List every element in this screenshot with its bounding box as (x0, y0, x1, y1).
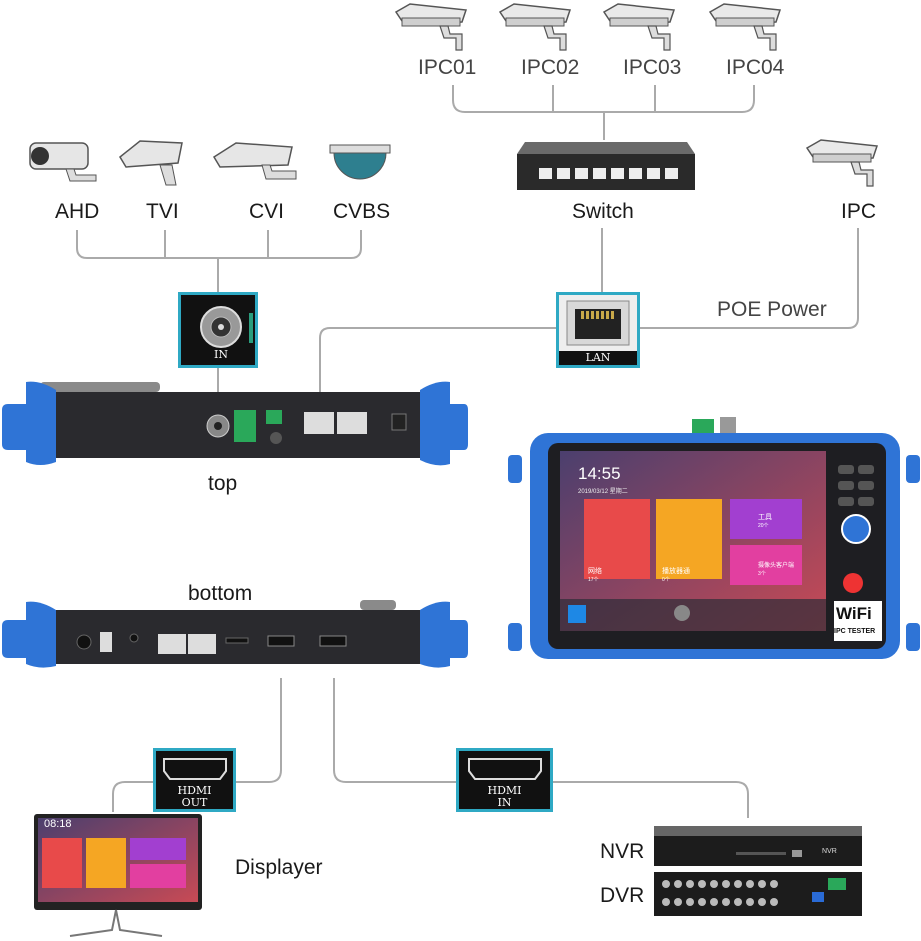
tile-tools-label: 工具 (758, 514, 772, 521)
tvi-label: TVI (146, 200, 179, 223)
tile-tools-sub: 20个 (758, 523, 769, 529)
bnc-in-label: IN (214, 348, 228, 361)
hdmi-port-icon (468, 758, 542, 780)
dvr-device-icon (654, 872, 862, 916)
tile-camera-client-label: 摄像头客户端 (758, 563, 795, 569)
poe-power-label: POE Power (717, 298, 827, 321)
lan-port-box: LAN (556, 292, 640, 368)
rj45-port-icon (566, 300, 630, 346)
tester-front-view (508, 417, 920, 659)
tile-camera-client-sub: 3个 (758, 571, 766, 577)
nvr-device-text: NVR (822, 848, 837, 855)
screen-date: 2019/03/12 星期二 (578, 489, 628, 495)
hdmi-in-box: HDMI IN (456, 748, 553, 812)
cvi-label: CVI (249, 200, 285, 223)
ipc-camera-icon (806, 139, 878, 187)
bottom-view-label: bottom (188, 582, 253, 605)
ip-camera-icons (395, 3, 781, 51)
cvbs-camera-icon (329, 144, 391, 180)
tvi-camera-icon (119, 140, 183, 186)
nvr-device-icon (654, 826, 862, 866)
top-view-label: top (208, 472, 238, 495)
ahd-label: AHD (55, 200, 100, 223)
ipc-label: IPC (841, 200, 877, 223)
switch-icon (517, 142, 695, 190)
cvbs-label: CVBS (333, 200, 391, 223)
hdmi-out-label: HDMI OUT (177, 784, 212, 809)
hdmi-in-label: HDMI IN (487, 784, 522, 809)
ipc04-label: IPC04 (726, 56, 785, 79)
dvr-label: DVR (600, 884, 645, 907)
analog-camera-icons (29, 140, 391, 186)
bnc-in-port-box: IN (178, 292, 258, 368)
ipc02-label: IPC02 (521, 56, 580, 79)
tester-bottom-view (2, 600, 468, 668)
tile-network-label: 网络 (588, 568, 602, 575)
hdmi-out-box: HDMI OUT (153, 748, 236, 812)
ipc03-label: IPC03 (623, 56, 682, 79)
monitor-icon (34, 814, 202, 937)
ipc03-camera-icon (603, 3, 675, 51)
tester-top-view (2, 381, 468, 466)
ipc-tester-badge: IPC TESTER (834, 628, 876, 635)
hdmi-port-icon (163, 758, 227, 780)
ipc02-camera-icon (499, 3, 571, 51)
cvi-camera-icon (212, 142, 297, 180)
tile-player-sub: 0个 (662, 577, 670, 583)
monitor-time: 08:18 (44, 818, 72, 830)
ipc04-camera-icon (709, 3, 781, 51)
ipc01-camera-icon (395, 3, 467, 51)
lan-label: LAN (585, 351, 611, 364)
tile-player-label: 播放器通 (662, 568, 690, 575)
displayer-label: Displayer (235, 856, 323, 879)
tile-network-sub: 17个 (588, 577, 599, 583)
nvr-label: NVR (600, 840, 645, 863)
ahd-camera-icon (29, 142, 97, 182)
screen-time: 14:55 (578, 464, 621, 483)
wifi-badge: WiFi (836, 604, 872, 623)
switch-label: Switch (572, 200, 634, 223)
ipc01-label: IPC01 (418, 56, 477, 79)
bnc-connector-icon (200, 306, 253, 348)
